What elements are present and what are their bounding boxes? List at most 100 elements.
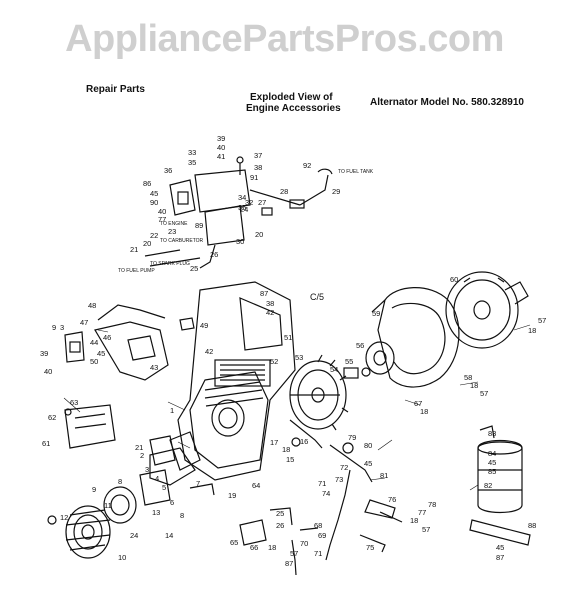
part-label: 34 [238,193,246,202]
part-label: 87 [496,553,504,562]
part-label: 89 [195,221,203,230]
part-label: 23 [168,227,176,236]
part-label: 3 [145,465,149,474]
part-label: 21 [130,245,138,254]
repair-parts-label: Repair Parts [86,84,145,95]
part-label: 82 [484,481,492,490]
part-label: 40 [217,143,225,152]
part-label: 45 [488,458,496,467]
part-label: 60 [450,275,458,284]
part-label: 45 [496,543,504,552]
part-label: 18 [470,381,478,390]
part-label: 20 [143,239,151,248]
part-label: 35 [238,203,246,212]
part-label: 26 [276,521,284,530]
part-label: 77 [158,215,166,224]
fuel-line-parts [289,419,403,561]
part-label: 15 [286,455,294,464]
part-label: 4 [155,474,159,483]
part-label: 49 [200,321,208,330]
part-label: 25 [190,264,198,273]
part-label: 51 [284,333,292,342]
part-label: 57 [538,316,546,325]
part-label: 72 [340,463,348,472]
part-label: 69 [318,531,326,540]
part-label: 13 [152,508,160,517]
part-label: 64 [252,481,260,490]
part-label: 68 [314,521,322,530]
cs-mark: C/5 [310,292,324,302]
part-label: 40 [158,207,166,216]
part-label: 25 [276,509,284,518]
part-label: 63 [70,398,78,407]
flywheel-assembly [289,341,395,431]
part-label: 21 [135,443,143,452]
part-label: 10 [118,553,126,562]
part-label: 47 [80,318,88,327]
part-label: 7 [196,479,200,488]
part-label: 11 [104,501,112,510]
part-label: 55 [345,357,353,366]
part-label: 28 [280,187,288,196]
part-label: 88 [528,521,536,530]
part-label: 27 [258,198,266,207]
part-label: 50 [90,357,98,366]
part-label: 16 [300,437,308,446]
muffler [469,425,531,546]
part-label: 38 [266,299,274,308]
part-label: 18 [420,407,428,416]
part-label: 73 [335,475,343,484]
part-label: 35 [188,158,196,167]
part-label: 2 [140,451,144,460]
part-label: 86 [143,179,151,188]
part-label: 17 [270,438,278,447]
left-side-parts [64,304,195,449]
part-label: 44 [90,338,98,347]
engine-block [149,281,296,481]
part-label: 74 [322,489,330,498]
part-label: 83 [488,429,496,438]
part-label: 29 [332,187,340,196]
part-label: 8 [118,477,122,486]
part-label: 45 [150,189,158,198]
part-label: 41 [217,152,225,161]
watermark: AppliancePartsPros.com [65,18,504,60]
part-label: 26 [210,250,218,259]
part-label: 18 [282,445,290,454]
part-label: 45 [364,459,372,468]
part-label: 84 [488,449,496,458]
ignition-bracket-assembly [144,156,333,269]
note-fuel-tank: TO FUEL TANK [338,169,374,175]
part-label: 18 [528,326,536,335]
part-label: 87 [285,559,293,568]
part-label: 1 [170,406,174,415]
part-label: 33 [188,148,196,157]
part-label: 5 [162,483,166,492]
part-label: 36 [164,166,172,175]
part-label: 65 [230,538,238,547]
part-label: 37 [254,151,262,160]
part-label: 71 [314,549,322,558]
note-spark-plug: TO SPARK PLUG [150,261,190,267]
part-label: 8 [180,511,184,520]
part-label: 38 [254,163,262,172]
part-label: 22 [150,231,158,240]
lower-small-parts [189,483,319,576]
part-label: 58 [464,373,472,382]
part-label: 6 [170,498,174,507]
blower-housing [371,287,460,388]
part-label: 57 [480,389,488,398]
part-label: 43 [150,363,158,372]
part-label: 48 [88,301,96,310]
part-label: 42 [205,347,213,356]
part-label: 12 [60,513,68,522]
part-label: 9 [52,323,56,332]
part-label: 14 [165,531,173,540]
part-label: 30 [236,237,244,246]
annotations: TO FUEL TANK TO ENGINE TO CARBURETOR TO … [118,169,374,302]
carburetor-air-cleaner [47,447,196,559]
part-label: 42 [266,308,274,317]
title-line2: Engine Accessories [246,103,341,114]
